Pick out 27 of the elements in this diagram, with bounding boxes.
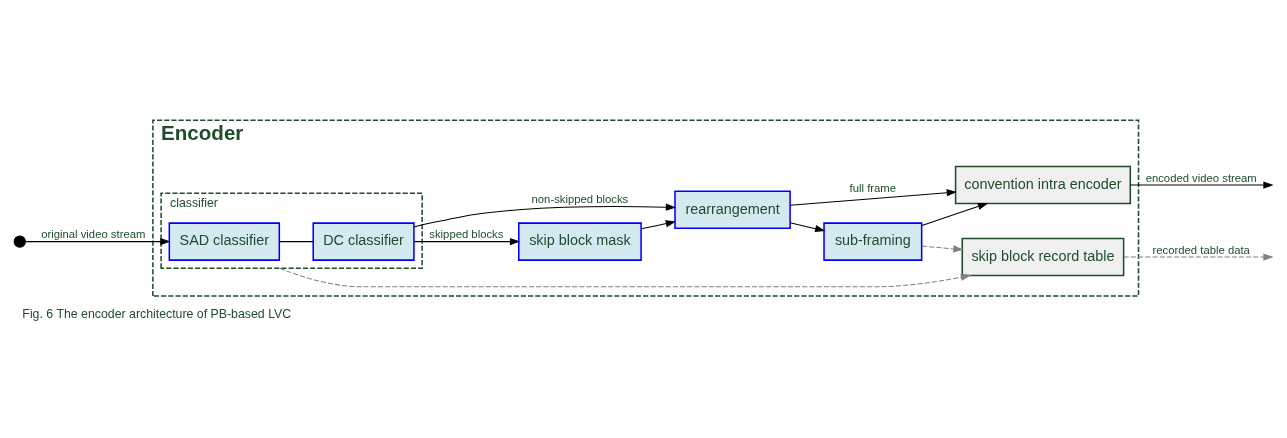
connector [279,241,314,243]
node-circle [13,235,26,248]
node-box: SAD classifier [168,222,281,261]
edge-label: skipped blocks [429,228,504,241]
arrow [279,267,972,288]
edge-label: recorded table data [1152,243,1250,256]
edge-label: non-skipped blocks [531,193,629,206]
node-box: skip block record table [961,237,1125,277]
arrow [1130,181,1274,189]
node-box: convention intra encoder [954,165,1132,205]
edge-label: original video stream [41,228,146,241]
caption: Fig. 6 The encoder architecture of PB-based LVC [22,307,292,322]
arrow [921,203,989,226]
arrow [640,220,677,230]
edge-label: encoded video stream [1145,171,1257,184]
arrow [413,203,677,228]
arrow [921,245,964,253]
node-box: rearrangement [674,190,791,229]
edge-label: full frame [849,182,897,195]
node-box: DC classifier [312,222,415,261]
arrow [789,222,826,233]
arrow [1123,253,1274,261]
arrow [413,238,521,246]
arrow [789,189,957,206]
node-box: sub-framing [823,222,923,261]
node-box: skip block mask [518,222,642,261]
arrow [25,238,171,246]
